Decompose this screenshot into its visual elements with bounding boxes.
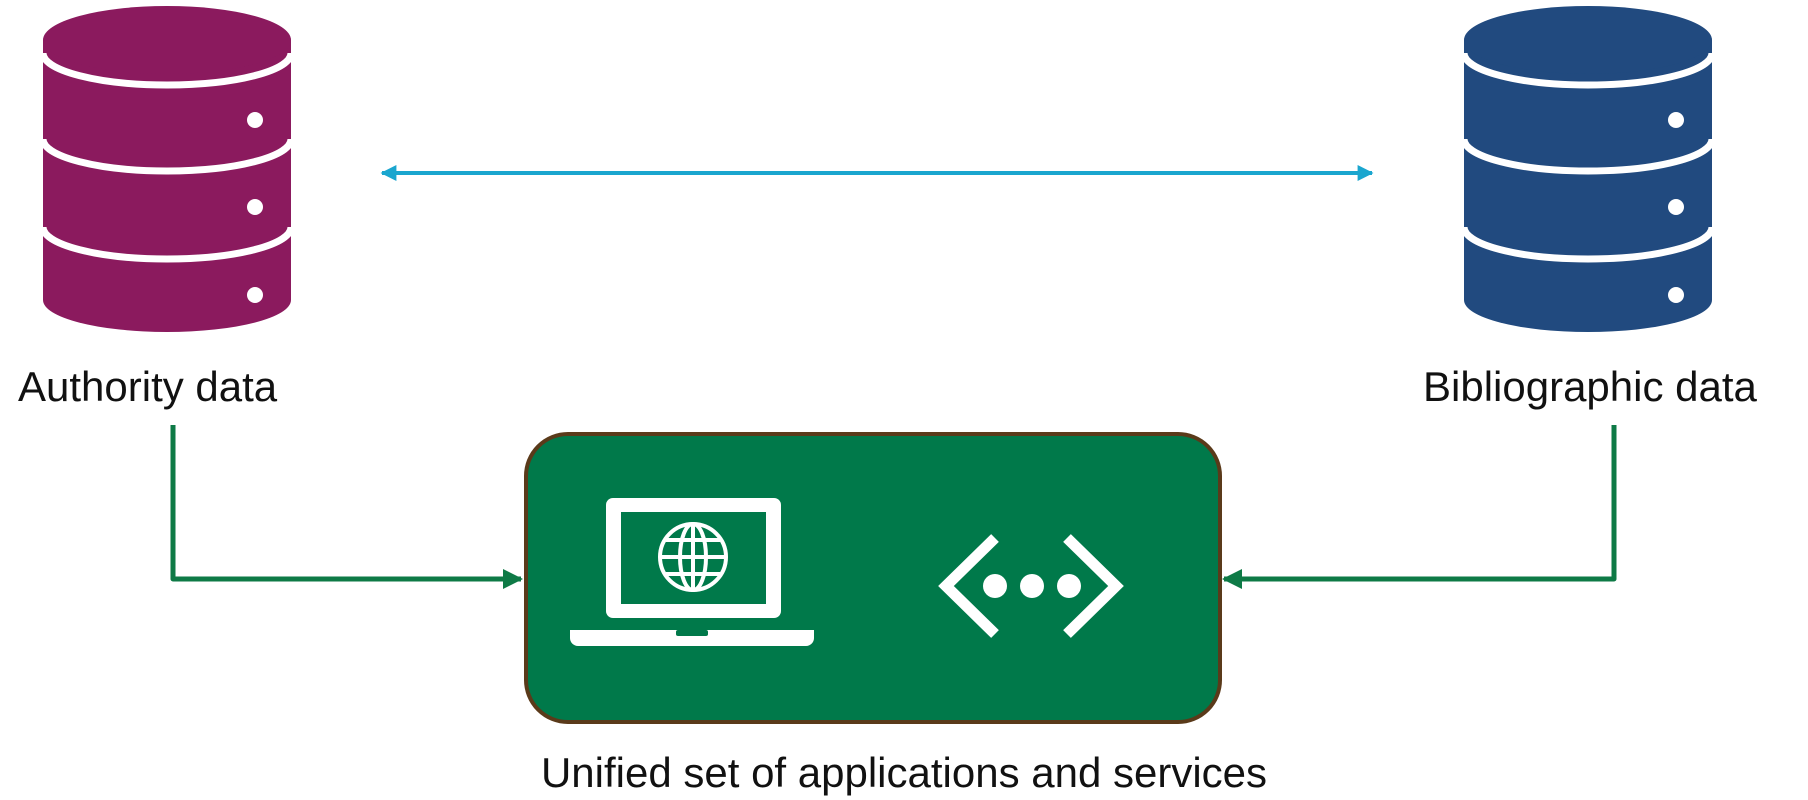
bibliographic-data-label: Bibliographic data <box>1423 363 1757 410</box>
bibliographic-to-services-arrow <box>1222 425 1617 589</box>
bibliographic-database-icon <box>1460 6 1716 332</box>
laptop-globe-icon <box>570 498 814 646</box>
services-label: Unified set of applications and services <box>540 749 1268 796</box>
authority-to-services-arrow <box>170 425 523 589</box>
authority-database-icon <box>39 6 295 332</box>
authority-data-label: Authority data <box>18 363 278 410</box>
network-code-icon <box>938 534 1124 638</box>
